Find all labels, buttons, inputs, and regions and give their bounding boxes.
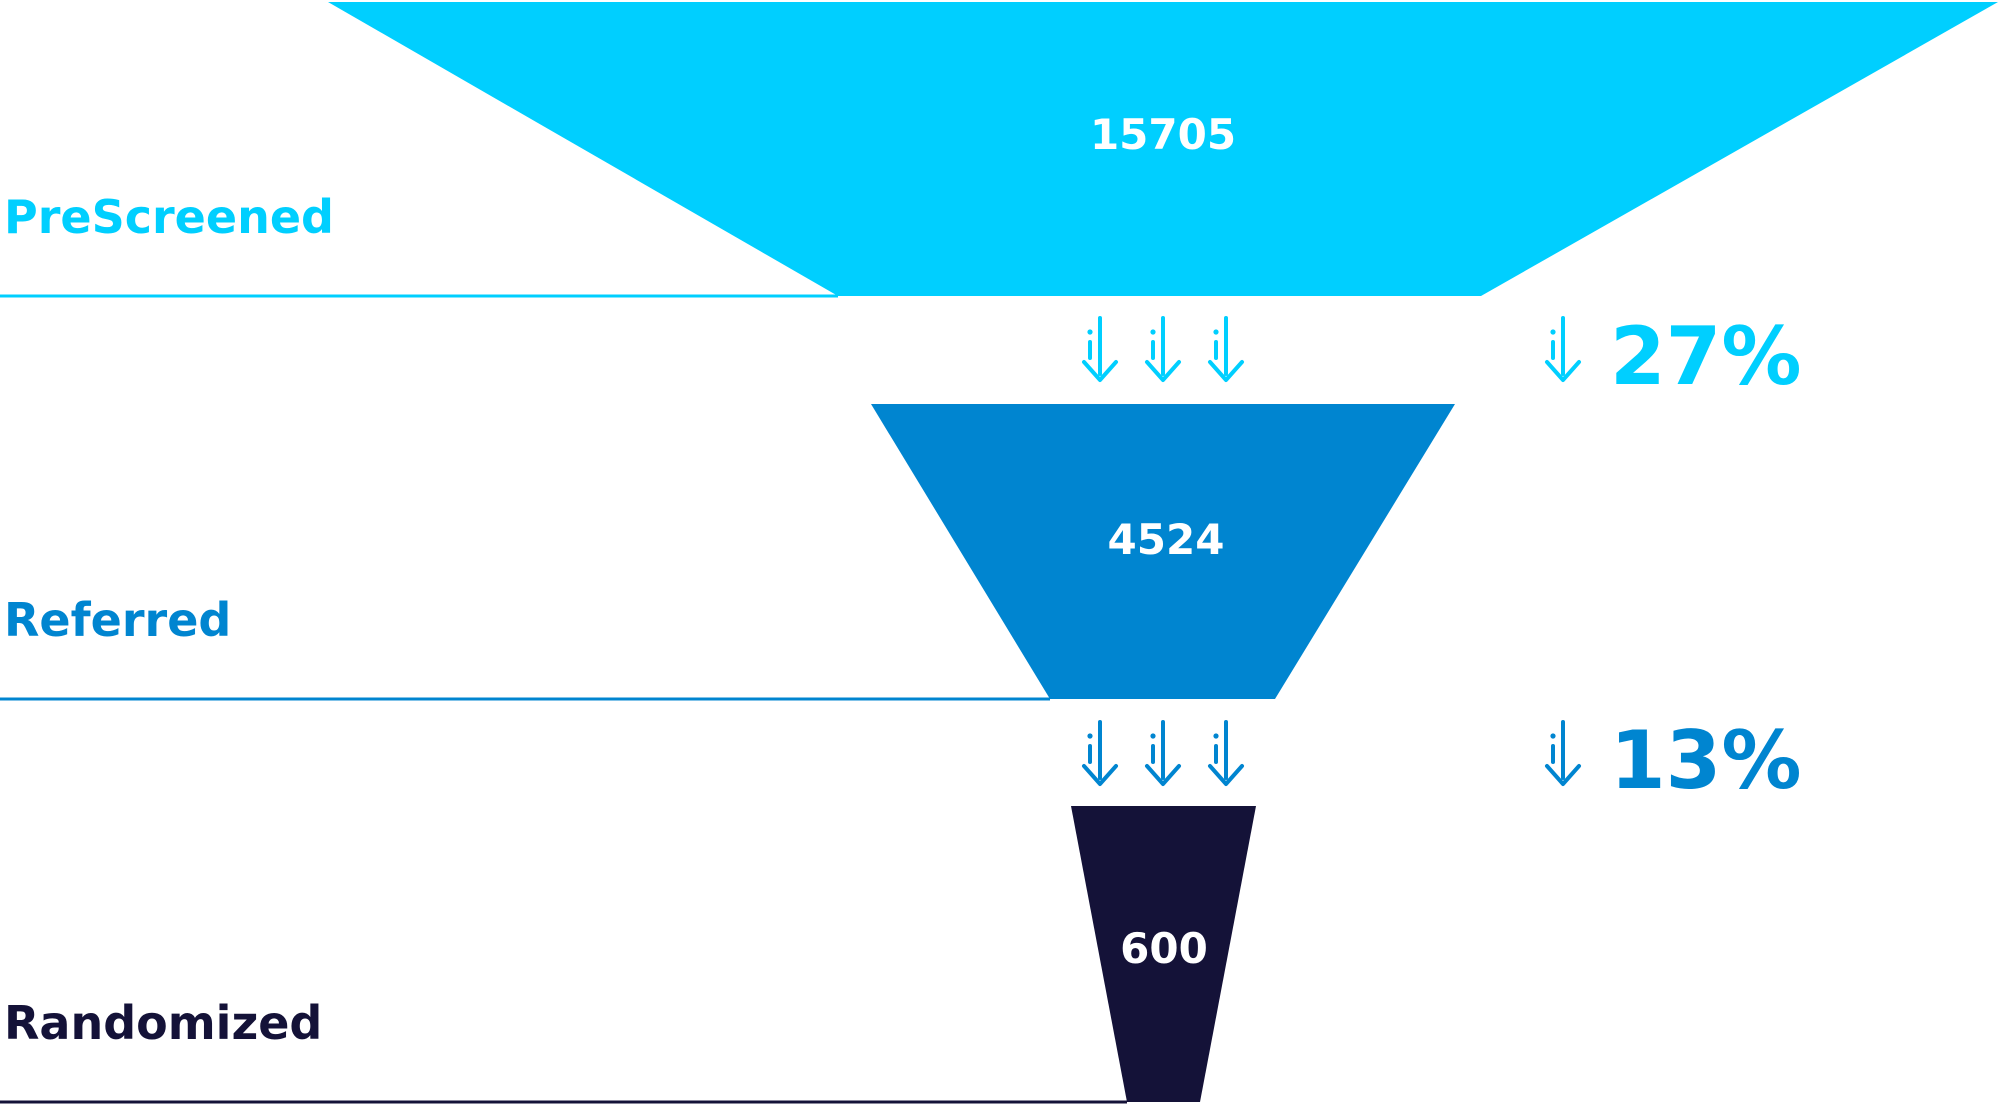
arrow-dot — [1087, 733, 1093, 739]
conversion-rate-text-1: 27% — [1610, 310, 1801, 403]
conversion-rate-text-2: 13% — [1610, 714, 1801, 807]
funnel-segment-randomized — [1071, 806, 1256, 1102]
stage-value-referred: 4524 — [1108, 515, 1225, 564]
down-arrow-icon — [1145, 720, 1181, 786]
conversion-rate-2: 13% — [1545, 714, 1801, 807]
stage-prescreened: PreScreened 15705 — [0, 2, 1998, 298]
arrow-dot — [1150, 733, 1156, 739]
arrow-dot — [1213, 733, 1219, 739]
arrow-head — [1208, 360, 1244, 382]
arrow-dot — [1087, 329, 1093, 335]
arrow-dot — [1213, 329, 1219, 335]
flow-arrows-2 — [1082, 720, 1244, 786]
stage-label-prescreened: PreScreened — [4, 190, 334, 244]
arrow-head — [1145, 764, 1181, 786]
funnel-segment-referred — [871, 404, 1455, 699]
conversion-rate-1: 27% — [1545, 310, 1801, 403]
stage-value-randomized: 600 — [1120, 924, 1208, 973]
arrow-head — [1082, 360, 1118, 382]
arrow-head — [1145, 360, 1181, 382]
down-arrow-icon — [1145, 316, 1181, 382]
arrow-head — [1208, 764, 1244, 786]
stage-label-randomized: Randomized — [4, 996, 322, 1050]
arrow-dot — [1550, 329, 1556, 335]
arrow-head — [1545, 360, 1581, 382]
stage-referred: Referred 4524 — [0, 404, 1455, 701]
down-arrow-icon — [1545, 316, 1581, 382]
stage-randomized: Randomized 600 — [0, 806, 1256, 1104]
flow-arrows-1 — [1082, 316, 1244, 382]
down-arrow-icon — [1545, 720, 1581, 786]
down-arrow-icon — [1208, 720, 1244, 786]
arrow-dot — [1550, 733, 1556, 739]
down-arrow-icon — [1082, 316, 1118, 382]
arrow-head — [1082, 764, 1118, 786]
down-arrow-icon — [1082, 720, 1118, 786]
down-arrow-icon — [1208, 316, 1244, 382]
arrow-head — [1545, 764, 1581, 786]
arrow-dot — [1150, 329, 1156, 335]
stage-label-referred: Referred — [4, 593, 231, 647]
funnel-segment-prescreened — [328, 2, 1998, 296]
stage-value-prescreened: 15705 — [1090, 110, 1236, 159]
